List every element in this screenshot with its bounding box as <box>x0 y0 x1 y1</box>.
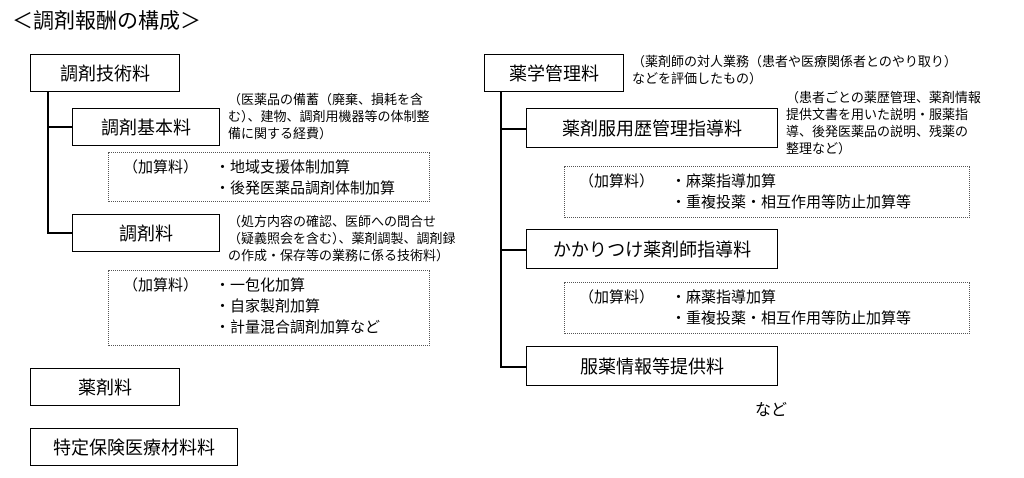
fukuyou-label: 薬剤服用歴管理指導料 <box>562 119 742 140</box>
kasan-item: ・麻薬指導加算 <box>671 172 777 190</box>
chozai-kihon-box: 調剤基本料 <box>72 108 220 146</box>
kasan-items: ・麻薬指導加算 ・重複投薬・相互作用等防止加算等 <box>671 171 911 217</box>
kasan-items: ・地域支援体制加算 ・後発医薬品調剤体制加算 <box>215 157 395 201</box>
fukuyou-kasan-box: （加算料） ・麻薬指導加算 ・重複投薬・相互作用等防止加算等 <box>564 166 970 218</box>
yakugaku-kanri-box: 薬学管理料 <box>484 54 624 92</box>
note-line: 整理など） <box>786 142 852 157</box>
tokutei-label: 特定保険医療材料料 <box>53 438 215 459</box>
kasan-item: ・地域支援体制加算 <box>215 158 351 176</box>
kakaritsuke-connector <box>500 249 526 251</box>
joho-teikyo-label: 服薬情報等提供料 <box>580 357 724 378</box>
note-line: などを評価したもの） <box>632 72 763 87</box>
left-tree-connector <box>47 92 49 232</box>
note-line: 備に関する経費） <box>228 127 333 142</box>
kasan-label: （加算料） <box>123 158 199 176</box>
kasan-item: ・麻薬指導加算 <box>671 288 777 306</box>
yakugaku-kanri-note: （薬剤師の対人業務（患者や医療関係者とのやり取り） などを評価したもの） <box>632 54 957 88</box>
kasan-item: ・重複投薬・相互作用等防止加算等 <box>671 193 912 211</box>
chozai-kihon-note: （医薬品の備蓄（廃棄、損耗を含 む）、建物、調剤用機器等の体制整 備に関する経費… <box>228 92 430 143</box>
nado-text: など <box>755 400 788 419</box>
note-line: 導、後発医薬品の説明、残薬の <box>786 125 969 140</box>
note-line: む）、建物、調剤用機器等の体制整 <box>228 110 430 125</box>
note-line: の作成・保存等の業務に係る技術料） <box>228 249 450 264</box>
kasan-item: ・自家製剤加算 <box>215 297 321 315</box>
tokutei-box: 特定保険医療材料料 <box>30 428 238 466</box>
yakugaku-kanri-label: 薬学管理料 <box>509 64 599 85</box>
right-tree-connector <box>500 92 502 366</box>
fukuyou-note: （患者ごとの薬歴管理、薬剤情報 提供文書を用いた説明・服薬指 導、後発医薬品の説… <box>786 90 981 158</box>
kasan-item: ・重複投薬・相互作用等防止加算等 <box>671 309 912 327</box>
chozai-ryo-box: 調剤料 <box>72 214 220 252</box>
kasan-items: ・一包化加算 ・自家製剤加算 ・計量混合調剤加算など <box>215 275 380 345</box>
kasan-item: ・後発医薬品調剤体制加算 <box>215 179 396 197</box>
note-line: （薬剤師の対人業務（患者や医療関係者とのやり取り） <box>632 55 957 70</box>
page-title: ＜調剤報酬の構成＞ <box>12 9 201 33</box>
kakaritsuke-kasan-box: （加算料） ・麻薬指導加算 ・重複投薬・相互作用等防止加算等 <box>564 282 970 334</box>
fukuyou-box: 薬剤服用歴管理指導料 <box>526 108 778 148</box>
kasan-label: （加算料） <box>123 276 199 294</box>
note-line: （医薬品の備蓄（廃棄、損耗を含 <box>228 93 424 108</box>
fukuyou-connector <box>500 128 526 130</box>
note-line: （疑義照会を含む）、薬剤調製、調剤録 <box>228 232 456 247</box>
yakuzai-box: 薬剤料 <box>30 368 180 406</box>
kakaritsuke-box: かかりつけ薬剤師指導料 <box>526 229 778 269</box>
kihon-connector <box>47 126 72 128</box>
kasan-label: （加算料） <box>579 288 655 306</box>
kasan-items: ・麻薬指導加算 ・重複投薬・相互作用等防止加算等 <box>671 287 911 333</box>
kasan-item: ・計量混合調剤加算など <box>215 318 381 336</box>
chozai-gijutsu-label: 調剤技術料 <box>60 64 150 85</box>
chozai-kihon-kasan-box: （加算料） ・地域支援体制加算 ・後発医薬品調剤体制加算 <box>108 152 430 202</box>
chozai-ryo-kasan-box: （加算料） ・一包化加算 ・自家製剤加算 ・計量混合調剤加算など <box>108 270 430 346</box>
note-line: 提供文書を用いた説明・服薬指 <box>786 108 969 123</box>
chozai-connector <box>47 232 72 234</box>
kakaritsuke-label: かかりつけ薬剤師指導料 <box>552 240 752 261</box>
chozai-kihon-label: 調剤基本料 <box>101 118 191 139</box>
note-line: （患者ごとの薬歴管理、薬剤情報 <box>786 91 981 106</box>
chozai-ryo-label: 調剤料 <box>119 224 173 245</box>
kasan-label: （加算料） <box>579 172 655 190</box>
chozai-ryo-note: （処方内容の確認、医師への問合せ （疑義照会を含む）、薬剤調製、調剤録 の作成・… <box>228 214 456 265</box>
kasan-item: ・一包化加算 <box>215 276 306 294</box>
yakuzai-label: 薬剤料 <box>78 378 132 399</box>
chozai-gijutsu-box: 調剤技術料 <box>30 54 180 92</box>
note-line: （処方内容の確認、医師への問合せ <box>228 215 437 230</box>
joho-teikyo-box: 服薬情報等提供料 <box>526 346 778 386</box>
joho-connector <box>500 366 526 368</box>
